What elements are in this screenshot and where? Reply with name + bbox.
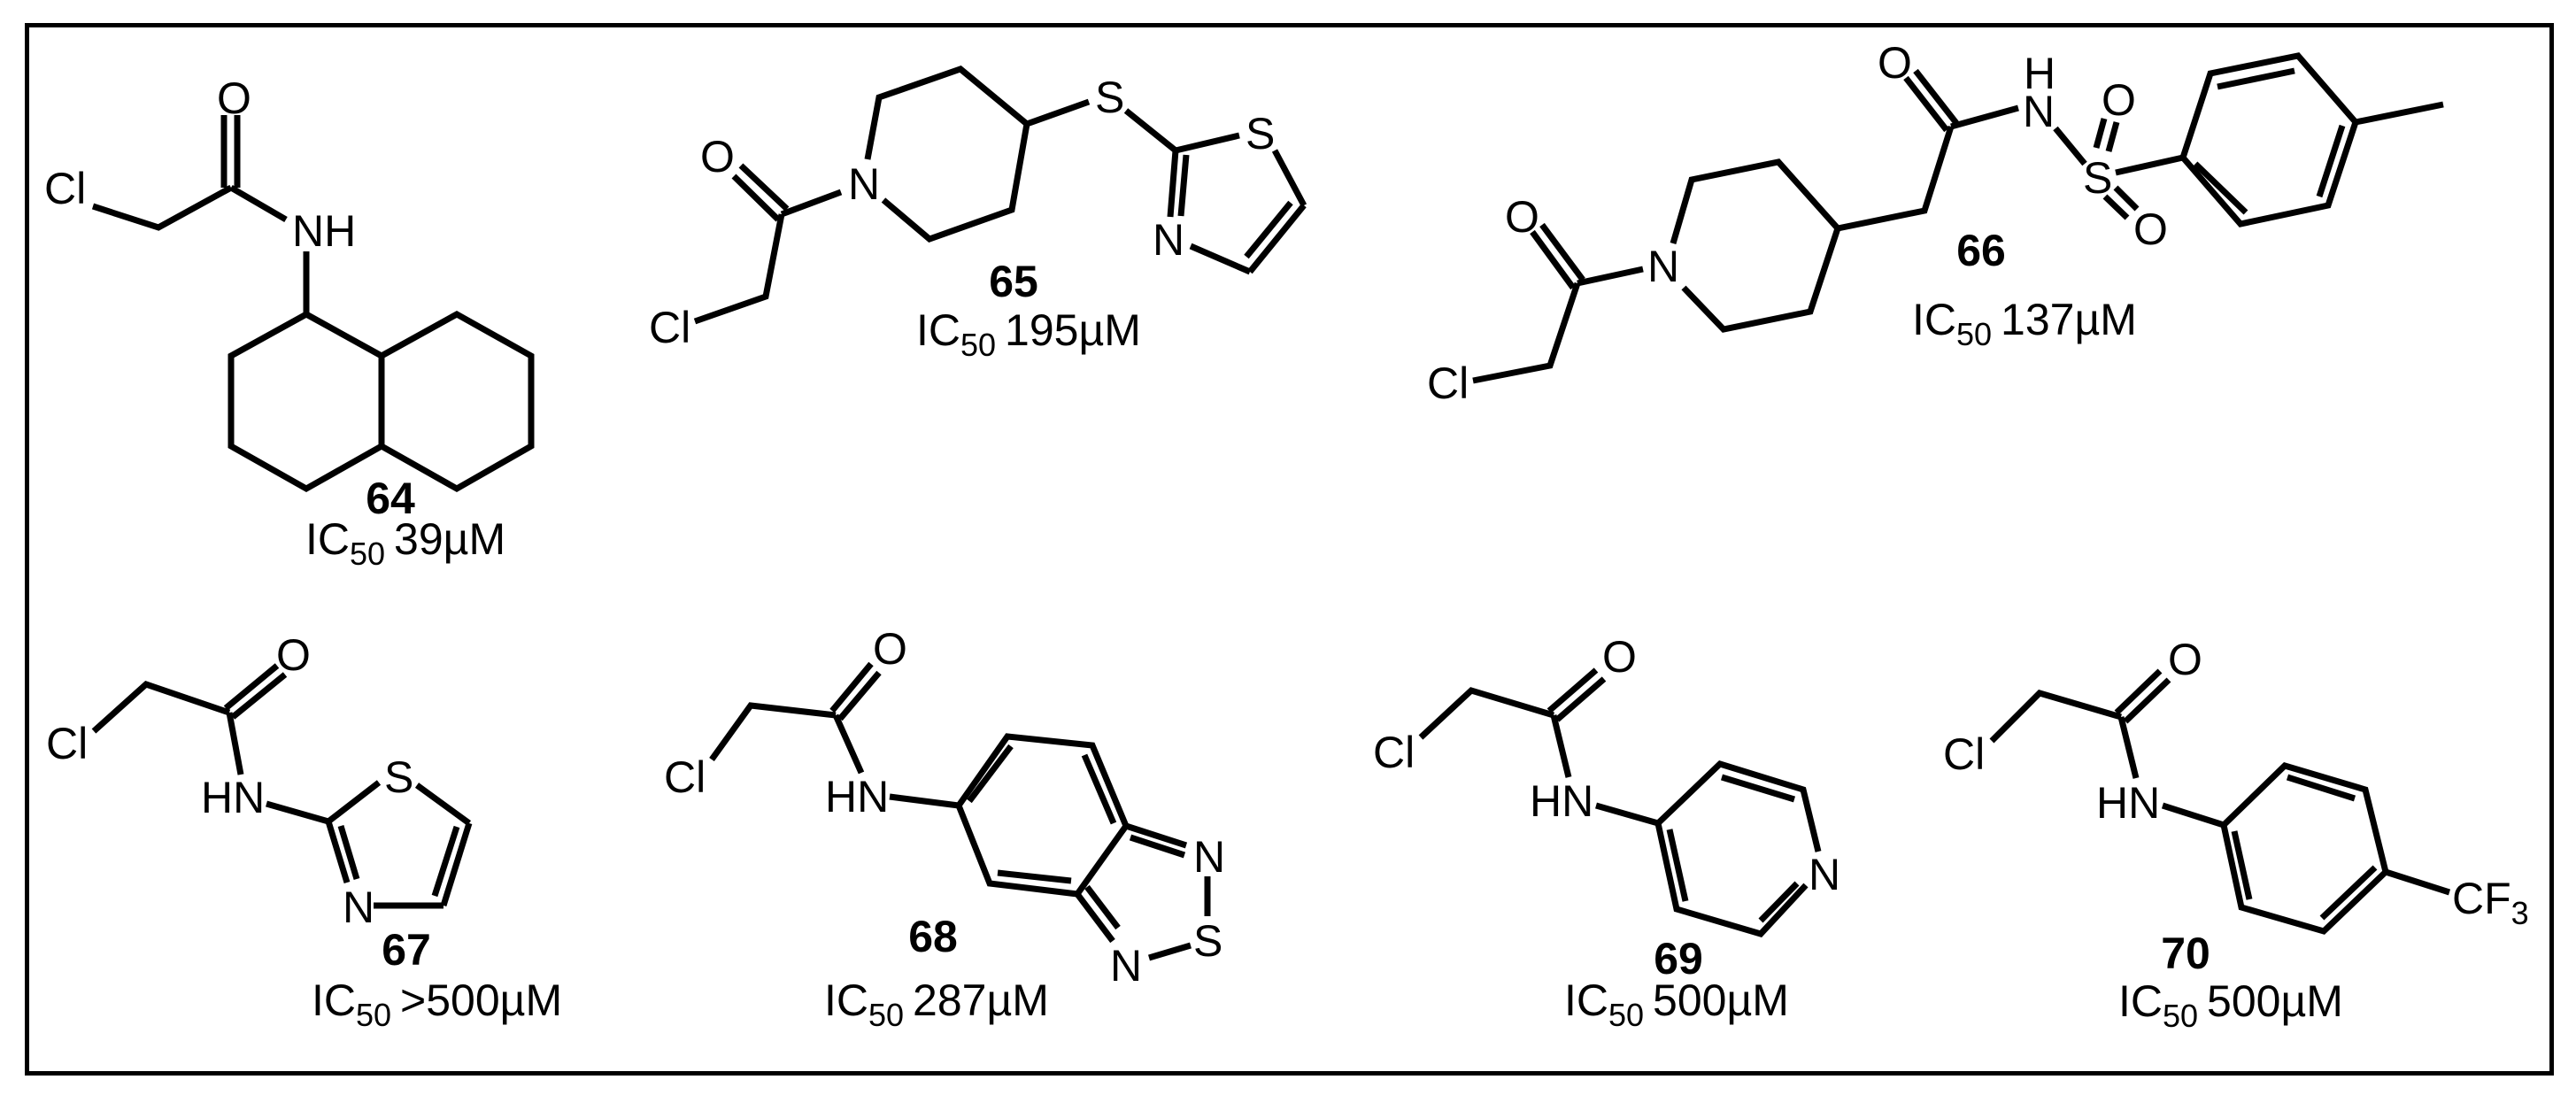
- ic50-label: IC50>500µM: [312, 975, 562, 1033]
- atom-o-sulfonyl-top: O: [2102, 75, 2136, 125]
- compound-id: 70: [2161, 929, 2210, 978]
- atom-o: O: [700, 132, 735, 181]
- atom-n-piperidine: N: [1647, 242, 1679, 291]
- compound-67: Cl O HN S N 67 IC50>500µM: [46, 630, 562, 1033]
- compound-id: 68: [908, 912, 958, 961]
- atom-s: S: [1193, 916, 1222, 966]
- compound-66-bonds: [1472, 52, 2444, 384]
- figure-frame: [25, 23, 2554, 1076]
- atom-n-sulfonamide: N: [2023, 87, 2055, 136]
- atom-hn: HN: [825, 772, 889, 821]
- atom-n: N: [343, 883, 374, 932]
- atom-cl: Cl: [664, 752, 706, 802]
- atom-o-amide: O: [1878, 38, 1912, 88]
- atom-n-pyridine: N: [1809, 850, 1840, 899]
- compound-67-bonds: [91, 663, 473, 909]
- compound-69-bonds: [1418, 667, 1822, 937]
- atom-s-linker: S: [1095, 73, 1124, 122]
- atom-h: H: [2024, 49, 2055, 98]
- atom-s: S: [384, 752, 413, 802]
- compound-id: 67: [382, 925, 431, 975]
- atom-n-ring: N: [1153, 215, 1184, 265]
- atom-n-top: N: [1193, 832, 1225, 882]
- compound-id: 65: [989, 257, 1038, 306]
- compound-65-bonds: [693, 66, 1307, 325]
- compound-id: 69: [1654, 934, 1703, 983]
- compound-64-bonds: [91, 115, 535, 493]
- atom-o: O: [1602, 632, 1637, 682]
- atom-cl: Cl: [1427, 359, 1469, 408]
- atom-o: O: [276, 630, 311, 680]
- atom-cl: Cl: [649, 303, 690, 352]
- compound-id: 66: [1956, 226, 2006, 275]
- atom-cf3: CF3: [2452, 874, 2529, 931]
- atom-o-sulfonyl-bottom: O: [2133, 204, 2168, 254]
- atom-nh: NH: [292, 206, 356, 256]
- atom-hn: HN: [2096, 778, 2160, 828]
- atom-hn: HN: [201, 773, 265, 822]
- atom-o: O: [873, 624, 907, 674]
- atom-cl: Cl: [1943, 729, 1985, 779]
- atom-hn: HN: [1530, 776, 1593, 826]
- compound-68-bonds: [709, 661, 1211, 961]
- compound-70-bonds: [1989, 668, 2451, 935]
- atom-s: S: [2083, 153, 2112, 203]
- atom-n-piperidine: N: [848, 159, 880, 209]
- atom-o: O: [217, 73, 251, 123]
- compound-id: 64: [366, 474, 415, 523]
- atom-n-bottom: N: [1110, 941, 1142, 991]
- atom-o-acyl: O: [1505, 192, 1539, 242]
- atom-cl: Cl: [1373, 728, 1415, 777]
- atom-s-ring: S: [1246, 109, 1275, 158]
- atom-cl: Cl: [46, 719, 88, 768]
- atom-o: O: [2168, 635, 2202, 684]
- atom-cl: Cl: [44, 164, 86, 213]
